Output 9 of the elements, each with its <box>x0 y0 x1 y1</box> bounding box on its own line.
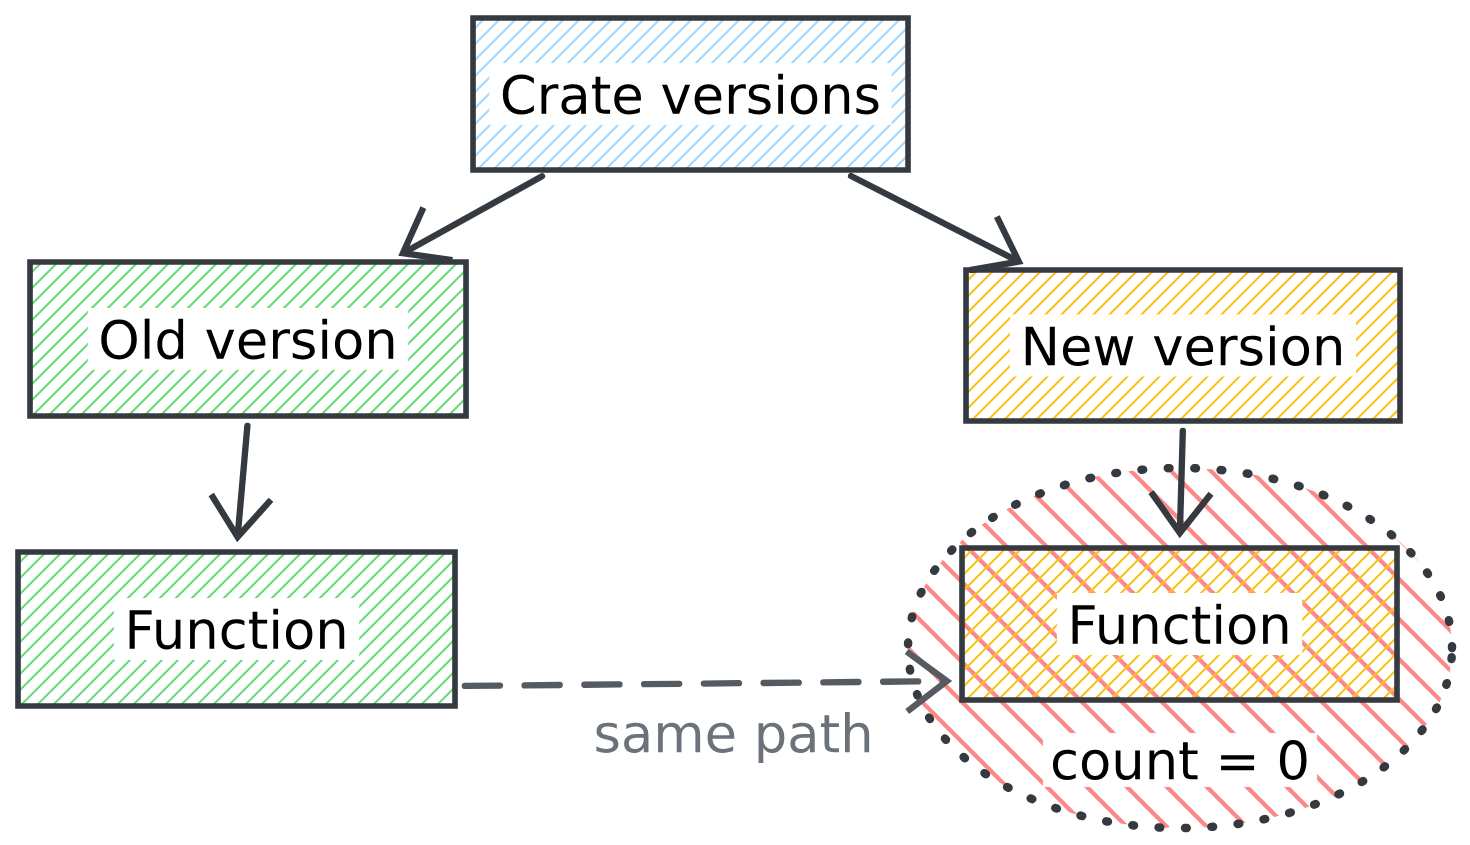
process-box: New version <box>963 267 1403 424</box>
edge-label: same path <box>596 712 870 764</box>
arrow <box>847 172 1024 274</box>
arrow <box>398 173 546 264</box>
process-box: Function <box>959 545 1400 703</box>
process-box: Crate versions <box>470 15 911 173</box>
process-box: Function <box>15 549 458 709</box>
arrow <box>461 649 953 715</box>
process-box: Old version <box>27 259 469 419</box>
